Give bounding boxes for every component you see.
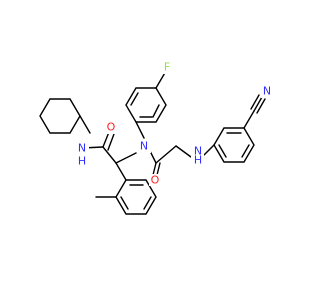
atom-n-nitrile: N bbox=[263, 85, 271, 98]
bond-ring-nitrile-carbon bbox=[243, 110, 255, 129]
bond-carbonyl-alpha bbox=[102, 146, 117, 164]
bond-nh-cyanophenyl bbox=[203, 144, 215, 156]
bond-acyl-ch2 bbox=[155, 145, 177, 164]
atom-n-amide: N bbox=[78, 142, 86, 155]
atom-o-amide: O bbox=[107, 121, 116, 134]
atom-fluorine: F bbox=[164, 61, 170, 74]
cyclohexyl-ring bbox=[39, 98, 81, 134]
atom-h-amide: H bbox=[78, 155, 86, 168]
atom-labels: N H O N F O N H N bbox=[76, 61, 273, 187]
bond-alpha-tolyl bbox=[115, 162, 127, 181]
atom-n-tertiary: N bbox=[140, 140, 148, 153]
bond-ch2-nh bbox=[175, 145, 192, 158]
bond-alpha-ntertiary bbox=[115, 152, 137, 164]
cyanophenyl-ring bbox=[213, 127, 255, 163]
molecule-structure: N H O N F O N H N bbox=[39, 61, 273, 215]
nitrile-triple-bond bbox=[250, 94, 266, 114]
atom-h-anilino: H bbox=[194, 154, 202, 167]
bond-cyclohexyl-nh bbox=[79, 115, 91, 134]
bond-ntertiary-fluorophenyl bbox=[135, 121, 145, 139]
acyl-carbonyl-double-bond bbox=[152, 162, 161, 176]
atom-o-acyl: O bbox=[151, 174, 160, 187]
fluorophenyl-ring bbox=[125, 87, 167, 123]
atom-n-anilino: N bbox=[194, 145, 202, 158]
amide-carbonyl-double-bond bbox=[102, 131, 115, 151]
